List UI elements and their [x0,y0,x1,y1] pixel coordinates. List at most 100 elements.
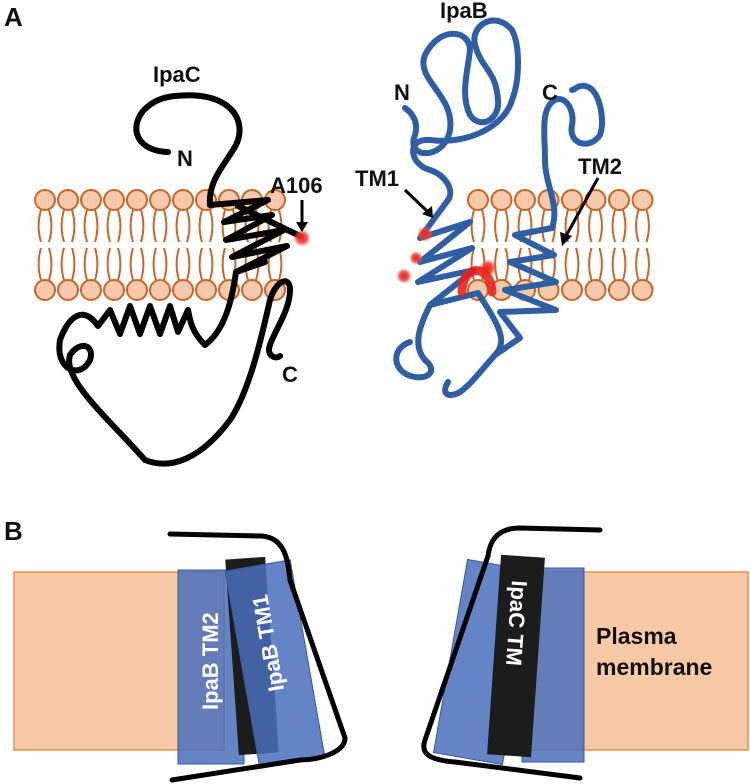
lipid-tail [48,247,53,281]
lipid-tail [83,209,88,243]
lipid-tail [117,209,122,243]
lipid-tail [186,247,191,281]
ipab-highlight-residues [396,226,497,297]
lipid-tail [635,247,640,281]
lipid-head [608,189,630,211]
lipid-head [514,189,536,211]
tm2-arrowhead [560,232,572,246]
ipab-n-term-label: N [394,80,410,105]
lipid-tail [60,247,65,281]
lipid-tail [635,209,640,243]
ipac-c-terminal-domain [56,269,293,467]
lipid-tail [645,247,650,281]
plasma-membrane-label-line1: Plasma [596,623,677,649]
ipab-tm2-label: IpaB TM2 [198,612,223,710]
lipid-tail [622,209,627,243]
lipid-tail [117,247,122,281]
ipac-tm-label: IpaC TM [501,580,532,667]
lipid-head [126,189,148,211]
plasma-membrane-label-line2: membrane [596,654,712,680]
a106-residue-marker [293,229,311,247]
lipid-tail [481,209,486,243]
left-helix-group: IpaB TM2 IpaB TM1 [177,556,326,769]
lipid-tail [598,209,603,243]
lipid-head [80,189,102,211]
lipid-tail [588,209,593,243]
ipab-residue-spot [409,251,423,265]
pore-outline-right [421,525,603,781]
lipid-tail [209,209,214,243]
lipid-tail [152,247,157,281]
lipid-tail [541,209,546,243]
lipid-tail [175,209,180,243]
lipid-tail [575,247,580,281]
lipid-head [80,279,102,301]
ipac-label: IpaC [153,62,201,87]
lipid-bilayer-right [467,189,654,301]
lipid-tail [209,247,214,281]
panel-a-letter: A [4,2,23,32]
lipid-head [631,189,654,211]
lipid-tail [37,209,42,243]
ipac-n-terminal-loop [133,92,243,208]
pore-outline-left [167,531,348,783]
lipid-tail [129,209,134,243]
lipid-head [584,279,607,301]
a106-label: A106 [270,173,323,198]
ipab-c-term-label: C [542,80,558,105]
lipid-tail [645,209,650,243]
tm1-label: TM1 [355,166,399,191]
a106-arrowhead [296,222,308,232]
lipid-tail [106,209,111,243]
lipid-tail [504,247,509,281]
ipac-protein [56,92,303,467]
lipid-tail [564,247,569,281]
lipid-tail [60,209,65,243]
lipid-tail [504,209,509,243]
lipid-head [561,189,583,211]
lipid-head [172,279,194,301]
lipid-tail [198,247,203,281]
lipid-tail [37,247,42,281]
lipid-tail [163,209,168,243]
lipid-head [57,279,79,301]
ipac-c-term-label: C [282,362,298,387]
lipid-head [34,189,56,211]
ipab-c-terminal-region [541,82,605,231]
ipac-helix-to-residue [235,203,303,239]
lipid-head [241,279,263,301]
lipid-tail [528,247,533,281]
lipid-tail [494,209,499,243]
lipid-tail [163,247,168,281]
tm2-arrow [564,177,600,237]
lipid-tail [48,209,53,243]
lipid-tail [551,247,556,281]
lipid-head [490,189,513,211]
ipab-protein [393,17,605,398]
panel-b-letter: B [4,516,23,546]
lipid-tail [83,247,88,281]
lipid-head [57,189,79,211]
ipab-hairpin-highlight [457,266,497,297]
ipab-residue-spot [417,226,433,242]
lipid-tail [94,247,99,281]
lipid-tail [611,209,616,243]
lipid-head [195,279,217,301]
lipid-head [149,189,171,211]
tm2-label: TM2 [578,154,622,179]
ipac-tm-helix-box [487,554,545,758]
lipid-head [126,279,148,301]
lipid-head [467,189,489,211]
lipid-head [103,189,125,211]
lipid-tail [140,247,145,281]
ipab-label: IpaB [440,0,488,23]
lipid-tail [470,209,475,243]
lipid-tail [575,209,580,243]
lipid-head [34,279,56,301]
ipab-tm2-helix [492,225,559,358]
lipid-tail [175,247,180,281]
lipid-tail [152,209,157,243]
ipab-tm1-helix [415,197,481,308]
lipid-head [103,279,125,301]
